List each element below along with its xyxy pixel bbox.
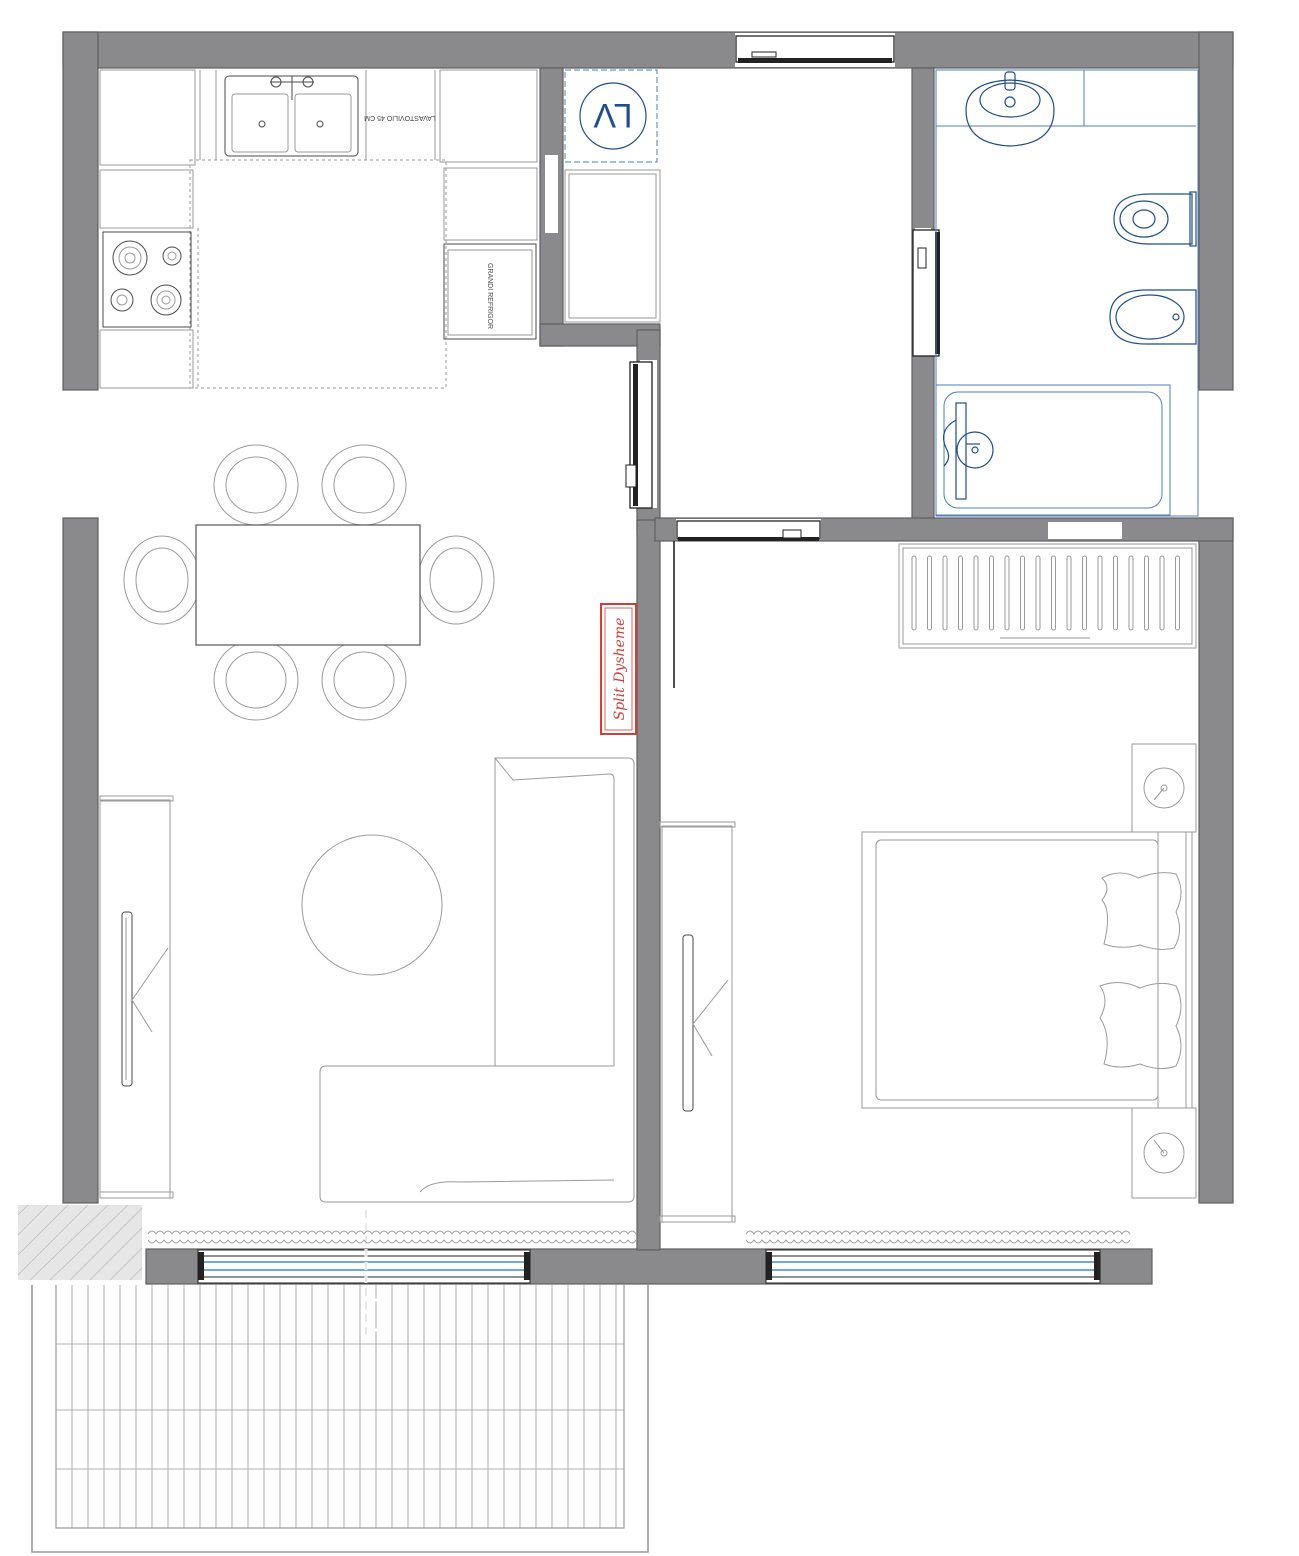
living-room bbox=[99, 757, 635, 1203]
bathtub-icon bbox=[935, 384, 1171, 516]
bedroom bbox=[659, 543, 1197, 1223]
nightstand-bottom bbox=[1131, 1107, 1197, 1199]
bathroom bbox=[935, 69, 1199, 517]
dining-chair bbox=[213, 639, 299, 721]
sink-tag: LAVASTOVILIO 45 CM bbox=[364, 114, 436, 121]
toilet-icon bbox=[1113, 191, 1197, 247]
walls bbox=[62, 31, 1234, 1285]
living-window bbox=[197, 1249, 531, 1284]
washer-label: LV bbox=[593, 96, 632, 134]
dining-chair bbox=[321, 444, 407, 526]
bedroom-window bbox=[765, 1249, 1101, 1284]
washing-machine-icon: LV bbox=[564, 69, 658, 163]
curtains bbox=[147, 1230, 1131, 1244]
nightstand-top bbox=[1131, 743, 1197, 833]
dining-area bbox=[123, 444, 495, 721]
double-bed bbox=[861, 831, 1193, 1109]
balcony bbox=[17, 1204, 649, 1553]
washbasin-icon bbox=[936, 70, 1196, 147]
dining-chair bbox=[321, 639, 407, 721]
coffee-table bbox=[301, 834, 443, 976]
entry-door[interactable] bbox=[735, 35, 895, 63]
fridge-icon: GRANDI REFRIGOR bbox=[443, 243, 537, 340]
dining-chair bbox=[123, 535, 201, 625]
hatched-pillar bbox=[18, 1205, 142, 1280]
cooktop-icon bbox=[102, 231, 192, 328]
double-sink-icon bbox=[224, 75, 359, 157]
dishwasher-label: LAVASTOVILIO 45 CM bbox=[364, 114, 436, 121]
ac-unit: Split Dysheme bbox=[600, 603, 637, 735]
radiator-icon bbox=[898, 543, 1197, 649]
dining-table bbox=[195, 524, 421, 646]
laundry: LV bbox=[564, 69, 661, 323]
ac-unit-label: Split Dysheme bbox=[612, 618, 628, 721]
bedroom-sliding-door[interactable] bbox=[673, 520, 821, 688]
kitchen-pocket-door[interactable] bbox=[625, 361, 653, 509]
fridge-tag: GRANDI REFRIGOR bbox=[486, 263, 493, 329]
bathroom-pocket-door[interactable] bbox=[912, 229, 940, 357]
windows bbox=[197, 1210, 1101, 1340]
dining-chair bbox=[213, 444, 299, 526]
kitchen: LAVASTOVILIO 45 CM GRANDI REFRIGOR bbox=[99, 69, 538, 389]
dining-chair bbox=[417, 535, 495, 625]
balcony-decking bbox=[71, 1285, 617, 1528]
sofa bbox=[319, 757, 635, 1203]
bidet-icon bbox=[1109, 289, 1197, 345]
doors bbox=[625, 35, 940, 688]
